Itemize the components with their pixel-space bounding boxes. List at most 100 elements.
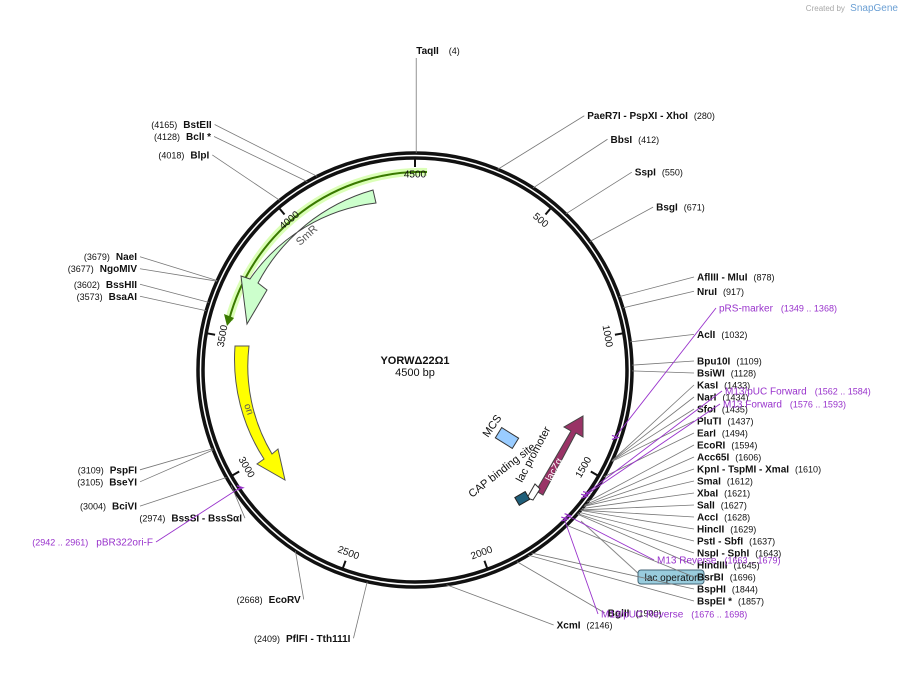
enzyme-site[interactable]: NspI - SphI(1643) <box>577 513 782 560</box>
enzyme-label: TaqII(4) <box>416 46 460 57</box>
enzyme-label: BspHI(1844) <box>697 585 758 596</box>
enzyme-position: (3602) <box>74 280 100 290</box>
enzyme-leader-line <box>528 554 695 602</box>
enzyme-site[interactable]: PaeR7I - PspXI - XhoI(280) <box>497 111 715 170</box>
tick-label: 3000 <box>236 455 257 480</box>
enzyme-site[interactable]: AclI(1032) <box>630 330 747 343</box>
enzyme-leader-line <box>580 510 695 530</box>
enzyme-label: XbaI(1621) <box>697 489 750 500</box>
mcs-box <box>494 426 520 450</box>
enzyme-site[interactable]: (4018)BlpI <box>158 150 280 201</box>
enzyme-name: PspFI <box>110 465 137 476</box>
enzyme-site[interactable]: HincII(1629) <box>580 510 756 536</box>
enzyme-label: NarI(1434) <box>697 393 748 404</box>
enzyme-leader-line <box>622 290 695 309</box>
enzyme-site[interactable]: (3677)NgoMIV <box>68 264 218 282</box>
enzyme-site[interactable]: PstI - SbfI(1637) <box>578 511 775 548</box>
enzyme-name: AclI <box>697 330 716 341</box>
enzyme-site[interactable]: SalI(1627) <box>580 501 747 512</box>
enzyme-site[interactable]: AflIII - MluI(878) <box>619 273 775 298</box>
enzyme-site[interactable]: TaqII(4) <box>415 46 460 154</box>
enzyme-site[interactable]: (3109) PspFI <box>78 448 213 477</box>
enzyme-position: (3109) <box>78 465 104 475</box>
primer-name: M13 Forward <box>723 400 782 411</box>
enzyme-site[interactable]: BsrBI(1696) <box>566 524 756 584</box>
enzyme-position: (1696) <box>730 573 756 583</box>
enzyme-site[interactable]: AccI(1628) <box>580 509 750 524</box>
tick-4000 <box>277 206 286 216</box>
enzyme-leader-line <box>583 468 695 507</box>
enzyme-leader-line <box>611 408 695 462</box>
enzyme-site[interactable]: NarI(1434) <box>611 393 748 462</box>
primer-leader-line <box>585 390 723 494</box>
enzyme-label: PaeR7I - PspXI - XhoI(280) <box>587 111 715 122</box>
feature-mcs[interactable]: MCS <box>481 413 520 450</box>
enzyme-site[interactable]: BsgI(671) <box>589 203 705 242</box>
enzyme-leader-line <box>213 136 308 182</box>
enzyme-leader-line <box>577 513 695 566</box>
enzyme-site[interactable]: (3679)NaeI <box>84 252 218 282</box>
primer-leader-line <box>614 307 717 438</box>
primer-leader-line <box>583 403 721 497</box>
enzyme-site[interactable]: SmaI(1612) <box>583 477 753 507</box>
lac-operator-label: lac operator <box>645 573 698 584</box>
primer-site[interactable]: M13/pUC Reverse(1676 .. 1698) <box>561 516 747 621</box>
primer-label: M13 Reverse(1663 .. 1679) <box>657 556 781 567</box>
primer-site[interactable]: M13 Reverse(1663 .. 1679) <box>564 513 781 567</box>
enzyme-name: AflIII - MluI <box>697 273 748 284</box>
snapgene-watermark: Created by SnapGene <box>806 3 898 14</box>
enzyme-site[interactable]: (2668)EcoRV <box>237 551 305 606</box>
enzyme-label: SmaI(1612) <box>697 477 753 488</box>
enzyme-site[interactable]: Acc65I(1606) <box>584 453 761 506</box>
enzyme-position: (1637) <box>749 537 775 547</box>
enzyme-site[interactable]: NruI(917) <box>622 287 744 309</box>
enzyme-site[interactable]: (3573)BsaAI <box>77 292 207 312</box>
enzyme-site[interactable]: (4165)BstEII <box>151 120 318 177</box>
enzyme-name: TaqII <box>416 46 439 57</box>
enzyme-site[interactable]: (2409)PflFI - Tth111I <box>254 581 368 645</box>
enzyme-name: BciVI <box>112 502 137 513</box>
enzyme-site[interactable]: Bpu10I(1109) <box>631 357 762 368</box>
enzyme-site[interactable]: BsiWI(1128) <box>631 369 756 380</box>
enzyme-site[interactable]: (4128)BclI * <box>154 132 308 182</box>
primer-site[interactable]: pRS-marker(1349 .. 1368) <box>611 304 837 441</box>
enzyme-position: (1610) <box>795 465 821 475</box>
enzyme-site[interactable]: BspEI *(1857) <box>528 554 764 608</box>
enzyme-site[interactable]: XbaI(1621) <box>581 489 750 509</box>
enzyme-name: BspEI * <box>697 597 732 608</box>
cap-binding-box <box>514 490 531 507</box>
primer-name: M13/pUC Forward <box>725 387 807 398</box>
enzyme-site[interactable]: KpnI - TspMI - XmaI (1610) <box>583 465 821 507</box>
enzyme-site[interactable]: PluTI(1437) <box>611 417 754 462</box>
enzyme-leader-line <box>532 138 608 189</box>
enzyme-site[interactable]: XcmI(2146) <box>446 584 613 632</box>
primer-site[interactable]: M13 Forward(1576 .. 1593) <box>580 400 846 499</box>
enzyme-site[interactable]: SfoI(1435) <box>611 405 748 462</box>
enzyme-label: (4165)BstEII <box>151 120 212 131</box>
enzyme-site[interactable]: EcoRI(1594) <box>586 441 757 503</box>
enzyme-site[interactable]: (3602) BssHII <box>74 280 209 303</box>
backbone-outer <box>196 151 634 589</box>
enzyme-name: KpnI - TspMI - XmaI <box>697 465 789 476</box>
enzyme-site[interactable]: (2974)BssSI - BssSαI <box>139 485 246 525</box>
enzyme-position: (1629) <box>730 525 756 535</box>
enzyme-site[interactable]: BspHI(1844) <box>531 552 758 596</box>
enzyme-site[interactable]: (3004)BciVI <box>80 477 227 513</box>
enzyme-name: SmaI <box>697 477 721 488</box>
enzyme-site[interactable]: BbsI(412) <box>532 135 659 189</box>
enzyme-site[interactable]: BglII(1900) <box>516 561 662 620</box>
enzyme-position: (1128) <box>731 369 756 379</box>
enzyme-label: AflIII - MluI(878) <box>697 273 775 284</box>
feature-ori[interactable]: ori <box>234 345 286 481</box>
enzyme-site[interactable]: EarI(1494) <box>603 429 748 478</box>
enzyme-name: BssHII <box>106 280 137 291</box>
enzyme-site[interactable]: KasI(1433) <box>611 381 750 461</box>
enzyme-position: (4018) <box>158 150 184 160</box>
feature-smr[interactable]: SmR <box>224 167 428 326</box>
primer-site[interactable]: (2942 .. 2961)pBR322ori-F <box>32 485 245 549</box>
lacz-alpha-arrow <box>535 415 584 496</box>
enzyme-site[interactable]: HindIII(1645) <box>577 513 760 572</box>
enzyme-site[interactable]: (3105)BseYI <box>77 449 214 488</box>
enzyme-name: NruI <box>697 287 717 298</box>
enzyme-site[interactable]: SspI(550) <box>565 168 683 215</box>
